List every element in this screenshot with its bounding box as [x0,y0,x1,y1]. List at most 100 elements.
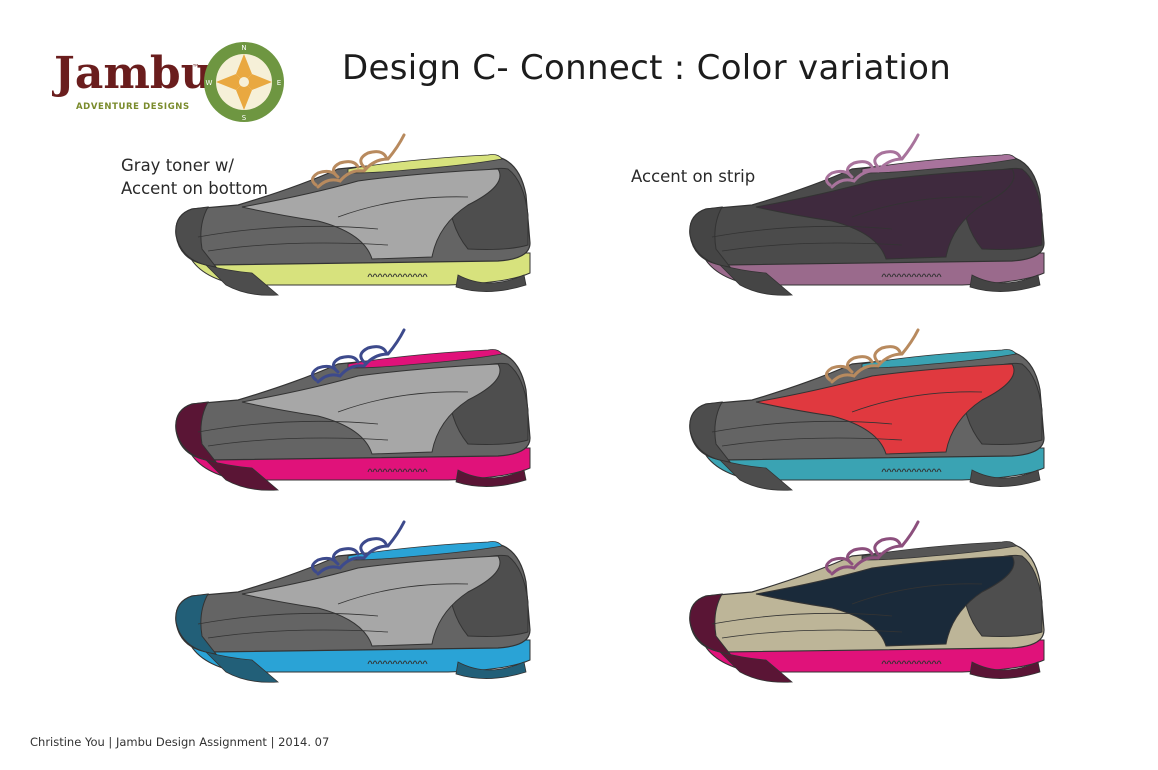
flex-groove [417,468,423,473]
toe-cap [175,593,218,655]
flex-groove [886,468,892,473]
flex-groove [896,660,902,665]
flex-groove [392,273,398,278]
compass-s: S [242,114,247,122]
overlay-strip [241,363,501,455]
note-gray-toner-line-2: Accent on bottom [121,179,268,198]
heel-tab [455,661,527,679]
lace-loop [332,355,360,374]
lace [830,328,920,384]
flex-groove [382,660,388,665]
flex-groove [886,660,892,665]
flex-groove [422,273,428,278]
flex-groove [896,273,902,278]
flex-groove [896,468,902,473]
flex-groove [372,468,378,473]
page-title: Design C- Connect : Color variation [342,48,952,88]
lace [830,133,920,189]
panel-line [337,391,469,413]
flex-groove [412,660,418,665]
collar-trim [347,154,503,174]
flex-groove [911,660,917,665]
flex-groove [901,468,907,473]
flex-groove [422,660,428,665]
collar-trim [347,349,503,369]
flex-groove [367,660,373,665]
shoe-red-teal [689,328,1045,491]
note-gray-toner-line-1: Gray toner w/ [121,156,234,175]
flex-groove [372,660,378,665]
flex-groove [417,660,423,665]
flex-groove [412,273,418,278]
flex-groove [936,273,942,278]
flex-groove [931,273,937,278]
toe-bumper [718,459,794,491]
flex-groove [911,273,917,278]
overlay-strip [241,555,501,647]
panel-line [851,196,983,218]
lace [316,133,406,189]
panel-line [851,583,983,605]
lace-loop [873,537,902,556]
flex-groove [911,468,917,473]
compass-w: W [206,79,213,87]
heel-tab [455,274,527,292]
panel-line [197,612,379,625]
collar-trim [347,541,503,561]
lace-loop [311,169,338,187]
flex-groove [926,660,932,665]
lace [830,520,920,576]
lace [316,328,406,384]
flex-groove [881,660,887,665]
toe-bumper [204,459,280,491]
overlay-strip [755,168,1015,260]
flex-groove [397,660,403,665]
flex-groove [921,273,927,278]
flex-groove [916,273,922,278]
flex-groove [382,273,388,278]
lace-loop [825,169,852,187]
flex-groove [886,273,892,278]
lace-loop [332,160,360,179]
panel-line [337,196,469,218]
lace-loop [873,150,902,169]
flex-groove [387,273,393,278]
note-gray-toner: Gray toner w/ Accent on bottom [121,154,268,200]
footer-credit: Christine You | Jambu Design Assignment … [30,735,330,749]
shoe-gray-blue [175,520,531,683]
overlay-strip [755,363,1015,455]
panel-line [207,629,389,639]
flex-groove [387,660,393,665]
flex-groove [392,468,398,473]
flex-groove [921,660,927,665]
heel-tab [969,469,1041,487]
toe-bumper [718,264,794,296]
flex-groove [931,660,937,665]
compass-e: E [277,79,281,87]
flex-groove [387,468,393,473]
overlay-strip [755,555,1015,647]
flex-groove [407,468,413,473]
flex-groove [891,273,897,278]
panel-line [197,420,379,433]
lace-loop [359,537,388,556]
panel-line [721,629,903,639]
panel-line [711,420,893,433]
toe-bumper [718,651,794,683]
flex-groove [931,468,937,473]
heel-tab [969,661,1041,679]
panel-line [207,242,389,252]
lace [316,520,406,576]
flex-groove [402,660,408,665]
flex-groove [906,273,912,278]
panel-line [851,391,983,413]
flex-groove [412,468,418,473]
lace-loop [825,364,852,382]
flex-groove [417,273,423,278]
flex-groove [906,468,912,473]
flex-groove [377,273,383,278]
flex-groove [407,273,413,278]
toe-cap [175,401,218,463]
panel-line [721,242,903,252]
toe-cap [689,206,732,268]
